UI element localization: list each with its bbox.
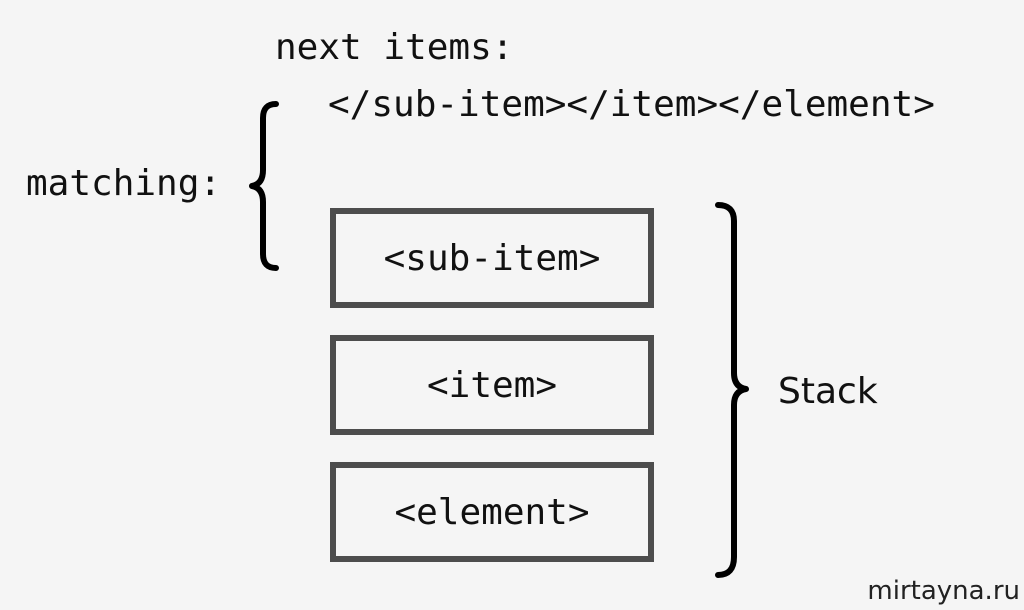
- stack-brace: [715, 202, 749, 578]
- stack-item-label: <element>: [394, 491, 590, 533]
- stack-item-label: <sub-item>: [383, 237, 601, 279]
- stack-item-element: <element>: [330, 462, 654, 562]
- matching-brace: [249, 101, 279, 271]
- stack-label: Stack: [778, 371, 878, 412]
- stack-item-label: <item>: [426, 364, 558, 406]
- stack-item-sub-item: <sub-item>: [330, 208, 654, 308]
- next-items-label: next items:: [275, 27, 514, 68]
- matching-label: matching:: [26, 163, 222, 204]
- stack-item-item: <item>: [330, 335, 654, 435]
- watermark: mirtayna.ru: [867, 576, 1020, 606]
- closing-tags-sequence: </sub-item></item></element>: [328, 84, 935, 125]
